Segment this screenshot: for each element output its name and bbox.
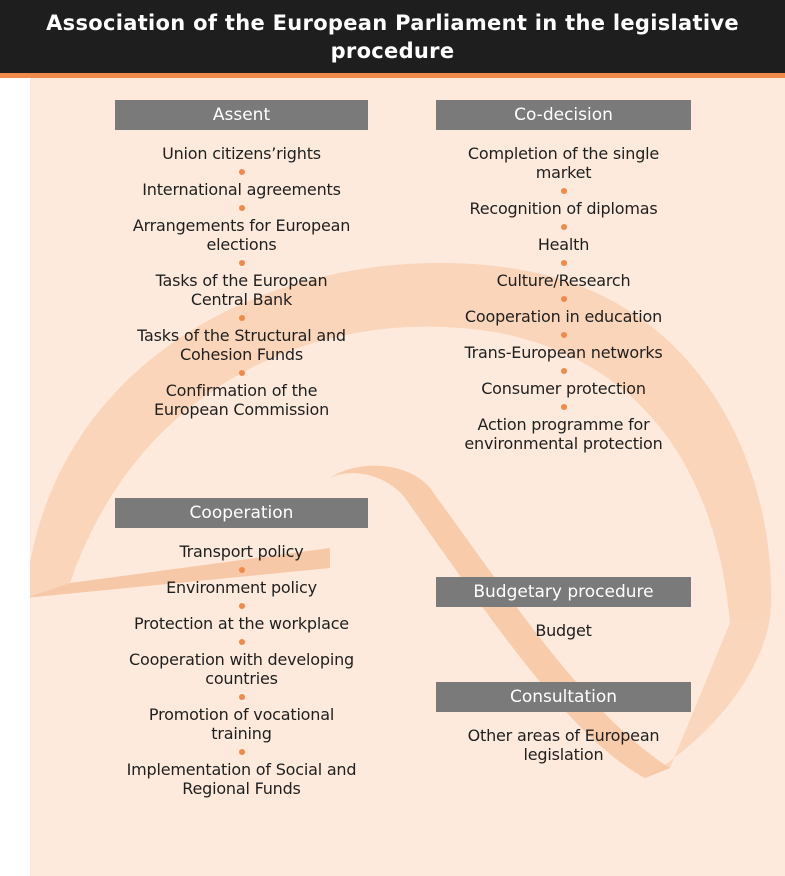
bullet-dot [560, 368, 567, 374]
bullet-dot [560, 404, 567, 410]
budgetary-heading: Budgetary procedure [436, 577, 691, 607]
codecision-item: Health [537, 235, 590, 254]
assent-item: Tasks of the European Central Bank [155, 271, 328, 309]
codecision-heading: Co-decision [436, 100, 691, 130]
bullet-dot [238, 567, 245, 573]
cooperation-heading: Cooperation [115, 498, 368, 528]
bullet-dot [560, 260, 567, 266]
assent-item: Union citizens’rights [162, 144, 321, 163]
bullet-dot [238, 260, 245, 266]
cooperation-item: Transport policy [179, 542, 304, 561]
bullet-dot [238, 370, 245, 376]
codecision-item: Consumer protection [481, 379, 646, 398]
cooperation-item: Implementation of Social and Regional Fu… [126, 760, 357, 798]
codecision-section: Co-decision Completion of the single mar… [436, 100, 691, 453]
cooperation-item: Promotion of vocational training [148, 705, 335, 743]
assent-item: Confirmation of the European Commission [153, 381, 330, 419]
bullet-dot [238, 749, 245, 755]
consultation-item: Other areas of European legislation [467, 726, 660, 764]
consultation-heading: Consultation [436, 682, 691, 712]
codecision-item: Culture/Research [496, 271, 631, 290]
bullet-dot [238, 205, 245, 211]
bullet-dot [238, 639, 245, 645]
codecision-item: Trans-European networks [464, 343, 663, 362]
codecision-item: Recognition of diplomas [469, 199, 658, 218]
bullet-dot [560, 296, 567, 302]
budgetary-section: Budgetary procedure Budget [436, 577, 691, 640]
title-bar: Association of the European Parliament i… [0, 0, 785, 78]
codecision-item: Completion of the single market [467, 144, 660, 182]
bullet-dot [560, 332, 567, 338]
bullet-dot [238, 694, 245, 700]
bullet-dot [238, 169, 245, 175]
diagram-title: Association of the European Parliament i… [46, 10, 739, 63]
cooperation-item: Environment policy [166, 578, 317, 597]
codecision-item: Action programme for environmental prote… [464, 415, 663, 453]
assent-item: Arrangements for European elections [132, 216, 351, 254]
assent-heading: Assent [115, 100, 368, 130]
bullet-dot [560, 224, 567, 230]
cooperation-item: Cooperation with developing countries [129, 650, 354, 688]
cooperation-item: Protection at the workplace [134, 614, 349, 633]
bullet-dot [238, 603, 245, 609]
assent-item: Tasks of the Structural and Cohesion Fun… [137, 326, 346, 364]
assent-item: International agreements [142, 180, 341, 199]
consultation-section: Consultation Other areas of European leg… [436, 682, 691, 764]
bullet-dot [238, 315, 245, 321]
codecision-item: Cooperation in education [464, 307, 663, 326]
budgetary-item: Budget [535, 621, 592, 640]
bullet-dot [560, 188, 567, 194]
